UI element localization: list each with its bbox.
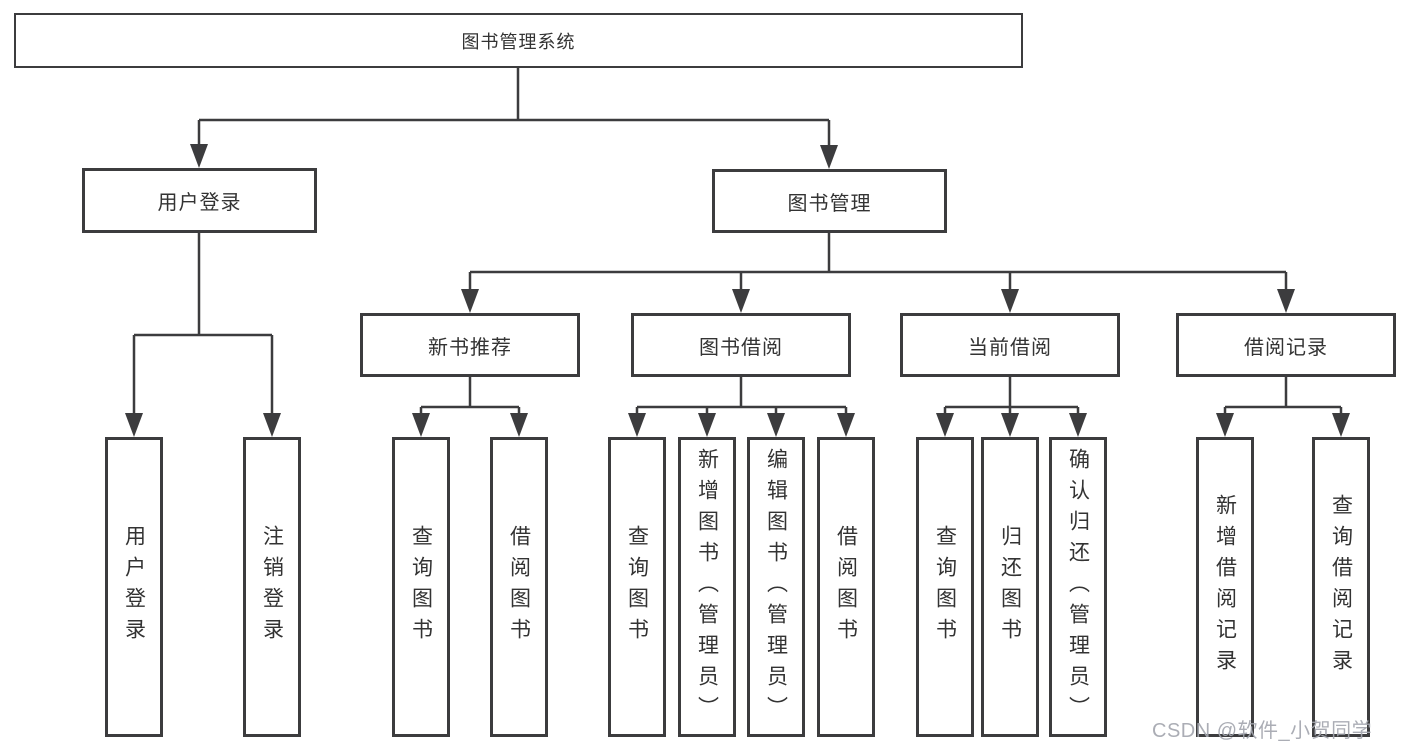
node-user-login: 用户登录 [82, 168, 317, 233]
leaf-label: 查询图书 [933, 525, 957, 649]
leaf-label: 注销登录 [260, 525, 284, 649]
arrowhead-icon [936, 413, 954, 437]
arrowhead-icon [461, 289, 479, 313]
watermark-text: CSDN @软件_小贺同学 [1152, 720, 1373, 742]
leaf-label: 编辑图书（管理员） [764, 447, 788, 727]
arrowhead-icon [510, 413, 528, 437]
leaf-query-borrow-record: 查询借阅记录 [1312, 437, 1370, 737]
leaf-label: 查询借阅记录 [1329, 494, 1353, 680]
arrowhead-icon [125, 413, 143, 437]
node-label: 图书借阅 [699, 336, 783, 359]
leaf-label: 查询图书 [409, 525, 433, 649]
node-label: 借阅记录 [1244, 336, 1328, 359]
node-label: 图书管理 [787, 192, 872, 215]
leaf-label: 新增借阅记录 [1213, 494, 1237, 680]
arrowhead-icon [412, 413, 430, 437]
node-book-borrowing: 图书借阅 [631, 313, 851, 377]
leaf-edit-books-admin: 编辑图书（管理员） [747, 437, 805, 737]
leaf-query-books: 查询图书 [608, 437, 666, 737]
node-current-borrowing: 当前借阅 [900, 313, 1120, 377]
leaf-query-books: 查询图书 [916, 437, 974, 737]
arrowhead-icon [767, 413, 785, 437]
arrowhead-icon [732, 289, 750, 313]
arrowhead-icon [698, 413, 716, 437]
leaf-confirm-return-admin: 确认归还（管理员） [1049, 437, 1107, 737]
leaf-return-books: 归还图书 [981, 437, 1039, 737]
arrowhead-icon [1216, 413, 1234, 437]
leaf-label: 借阅图书 [507, 525, 531, 649]
node-label: 用户登录 [157, 192, 242, 214]
node-new-book-recommendation: 新书推荐 [360, 313, 580, 377]
node-label: 新书推荐 [428, 336, 512, 359]
leaf-user-login: 用户登录 [105, 437, 163, 737]
leaf-label: 查询图书 [625, 525, 649, 649]
leaf-query-books: 查询图书 [392, 437, 450, 737]
node-label: 图书管理系统 [461, 31, 576, 52]
arrowhead-icon [190, 144, 208, 168]
leaf-label: 新增图书（管理员） [695, 447, 719, 727]
arrowhead-icon [263, 413, 281, 437]
leaf-add-borrow-record: 新增借阅记录 [1196, 437, 1254, 737]
leaf-add-books-admin: 新增图书（管理员） [678, 437, 736, 737]
leaf-logout: 注销登录 [243, 437, 301, 737]
arrowhead-icon [1069, 413, 1087, 437]
arrowhead-icon [628, 413, 646, 437]
leaf-label: 用户登录 [122, 525, 146, 649]
leaf-label: 归还图书 [998, 525, 1022, 649]
leaf-label: 借阅图书 [834, 525, 858, 649]
arrowhead-icon [1001, 413, 1019, 437]
leaf-borrow-books: 借阅图书 [490, 437, 548, 737]
node-label: 当前借阅 [968, 336, 1052, 359]
leaf-borrow-books: 借阅图书 [817, 437, 875, 737]
arrowheads [125, 144, 1350, 437]
arrowhead-icon [1001, 289, 1019, 313]
node-book-management: 图书管理 [712, 169, 947, 233]
node-library-management-system: 图书管理系统 [14, 13, 1023, 68]
arrowhead-icon [837, 413, 855, 437]
leaf-label: 确认归还（管理员） [1066, 447, 1090, 727]
arrowhead-icon [820, 145, 838, 169]
node-borrowing-records: 借阅记录 [1176, 313, 1396, 377]
arrowhead-icon [1332, 413, 1350, 437]
arrowhead-icon [1277, 289, 1295, 313]
